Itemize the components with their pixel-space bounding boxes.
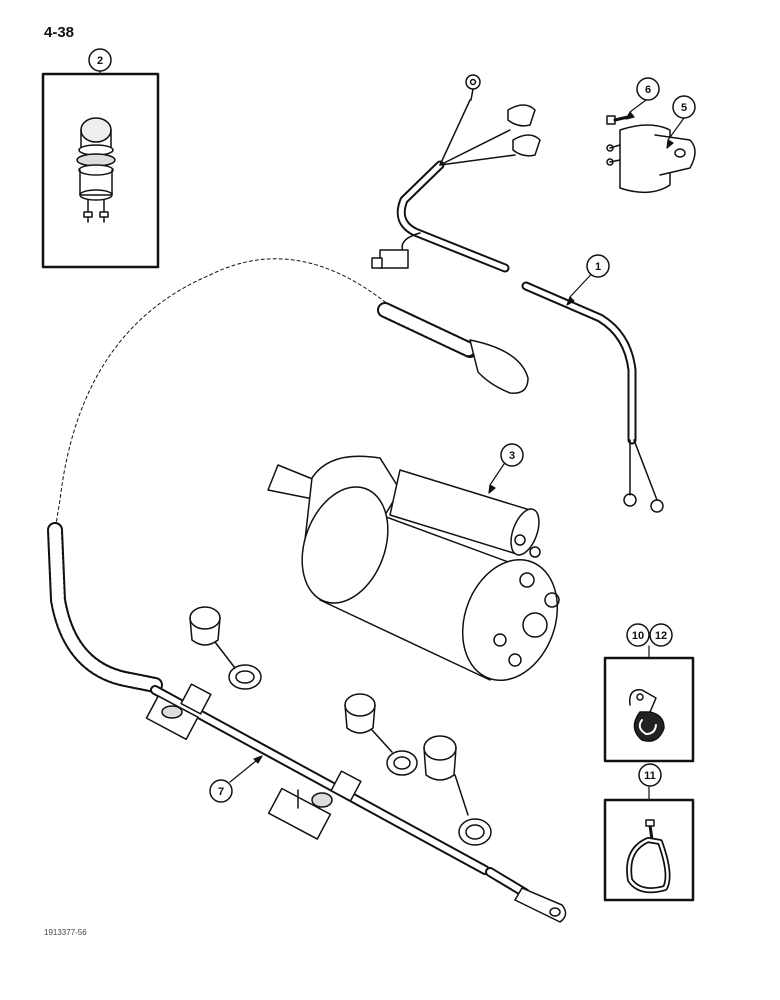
callout-item-12: 12 xyxy=(649,623,673,647)
inset-box-item-11 xyxy=(603,798,695,902)
svg-text:7: 7 xyxy=(218,786,224,798)
callout-item-1: 1 xyxy=(586,254,610,278)
svg-text:2: 2 xyxy=(97,55,103,67)
svg-text:10: 10 xyxy=(632,630,644,642)
starter-motor-drawing xyxy=(267,455,560,682)
battery-cable-drawing xyxy=(47,258,529,693)
callout-item-3: 3 xyxy=(500,443,524,467)
callout-leader-lines xyxy=(99,70,685,801)
page-number: 4-38 xyxy=(44,24,75,41)
callout-item-11: 11 xyxy=(638,763,662,787)
cable-strap-drawing xyxy=(626,819,671,894)
relay-drawing xyxy=(606,124,696,194)
cable-clamp-drawing xyxy=(629,689,665,742)
callout-item-10: 10 xyxy=(626,623,650,647)
svg-text:12: 12 xyxy=(655,630,667,642)
svg-text:6: 6 xyxy=(645,84,651,96)
callout-item-7: 7 xyxy=(209,779,233,803)
svg-text:5: 5 xyxy=(681,102,687,114)
svg-text:3: 3 xyxy=(509,450,515,462)
terminal-cap-drawing xyxy=(189,606,262,690)
ground-strap-drawing xyxy=(145,683,567,923)
figure-reference-code: 1913377-56 xyxy=(44,928,87,937)
terminal-cap-drawing xyxy=(423,735,492,846)
callout-item-6: 6 xyxy=(636,77,660,101)
callout-item-2: 2 xyxy=(88,48,112,72)
push-button-switch-drawing xyxy=(76,117,116,223)
svg-text:11: 11 xyxy=(644,770,656,782)
svg-text:1: 1 xyxy=(595,261,601,273)
terminal-cap-drawing xyxy=(344,693,418,776)
callout-item-5: 5 xyxy=(672,95,696,119)
wiring-harness-drawing xyxy=(371,74,664,513)
